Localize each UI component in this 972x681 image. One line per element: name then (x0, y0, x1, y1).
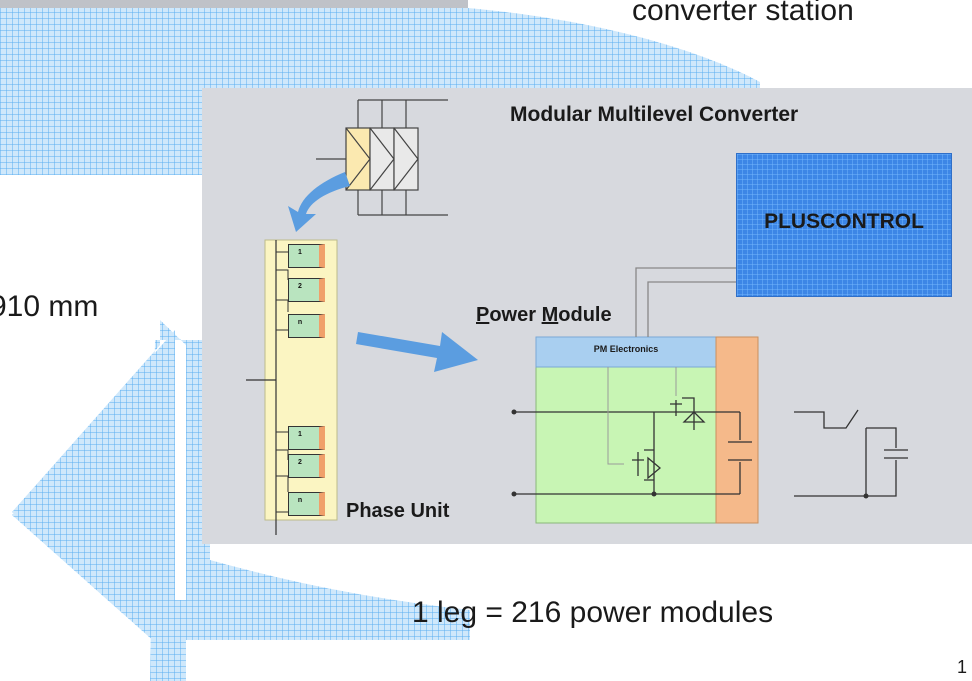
lower-arrow-head (12, 330, 175, 660)
power-module-label: Power Module (476, 304, 612, 327)
page-number: 1 (957, 657, 968, 677)
module-number: n (297, 497, 303, 504)
module-number: 2 (298, 459, 302, 466)
equivalent-circuit (794, 409, 908, 497)
power-module-circuit (514, 397, 752, 495)
phase-module-cell (288, 244, 325, 268)
converter-schematic (316, 99, 448, 216)
pluscontrol-box (736, 153, 952, 297)
power-module-label-m: M (541, 304, 559, 326)
diagram-title: Modular Multilevel Converter (510, 103, 799, 126)
power-module-label-p: P (476, 304, 490, 326)
phase-module-cell (288, 426, 325, 450)
phase-module-cell (288, 492, 325, 516)
module-number: 1 (298, 431, 302, 438)
module-number: n (297, 319, 303, 326)
phase-module-cell (288, 454, 325, 478)
power-module-label-end: odule (558, 304, 612, 326)
curved-arrow-icon (288, 172, 350, 232)
top-bar (0, 0, 468, 8)
straight-arrow-icon (356, 332, 478, 372)
power-module-block (535, 336, 759, 524)
top-caption: converter station (632, 0, 854, 27)
phase-unit-label: Phase Unit (346, 500, 450, 522)
control-lines (635, 267, 736, 337)
module-number: 1 (298, 249, 302, 256)
phase-module-cell (288, 314, 325, 338)
pluscontrol-label: PLUSCONTROL (764, 210, 924, 233)
dimension-label: 910 mm (0, 290, 99, 323)
bottom-caption: 1 leg = 216 power modules (412, 596, 774, 629)
power-module-label-mid: ower (489, 304, 542, 326)
pm-electronics-label: PM Electronics (593, 344, 659, 354)
module-number: 2 (298, 283, 302, 290)
phase-module-cell (288, 278, 325, 302)
